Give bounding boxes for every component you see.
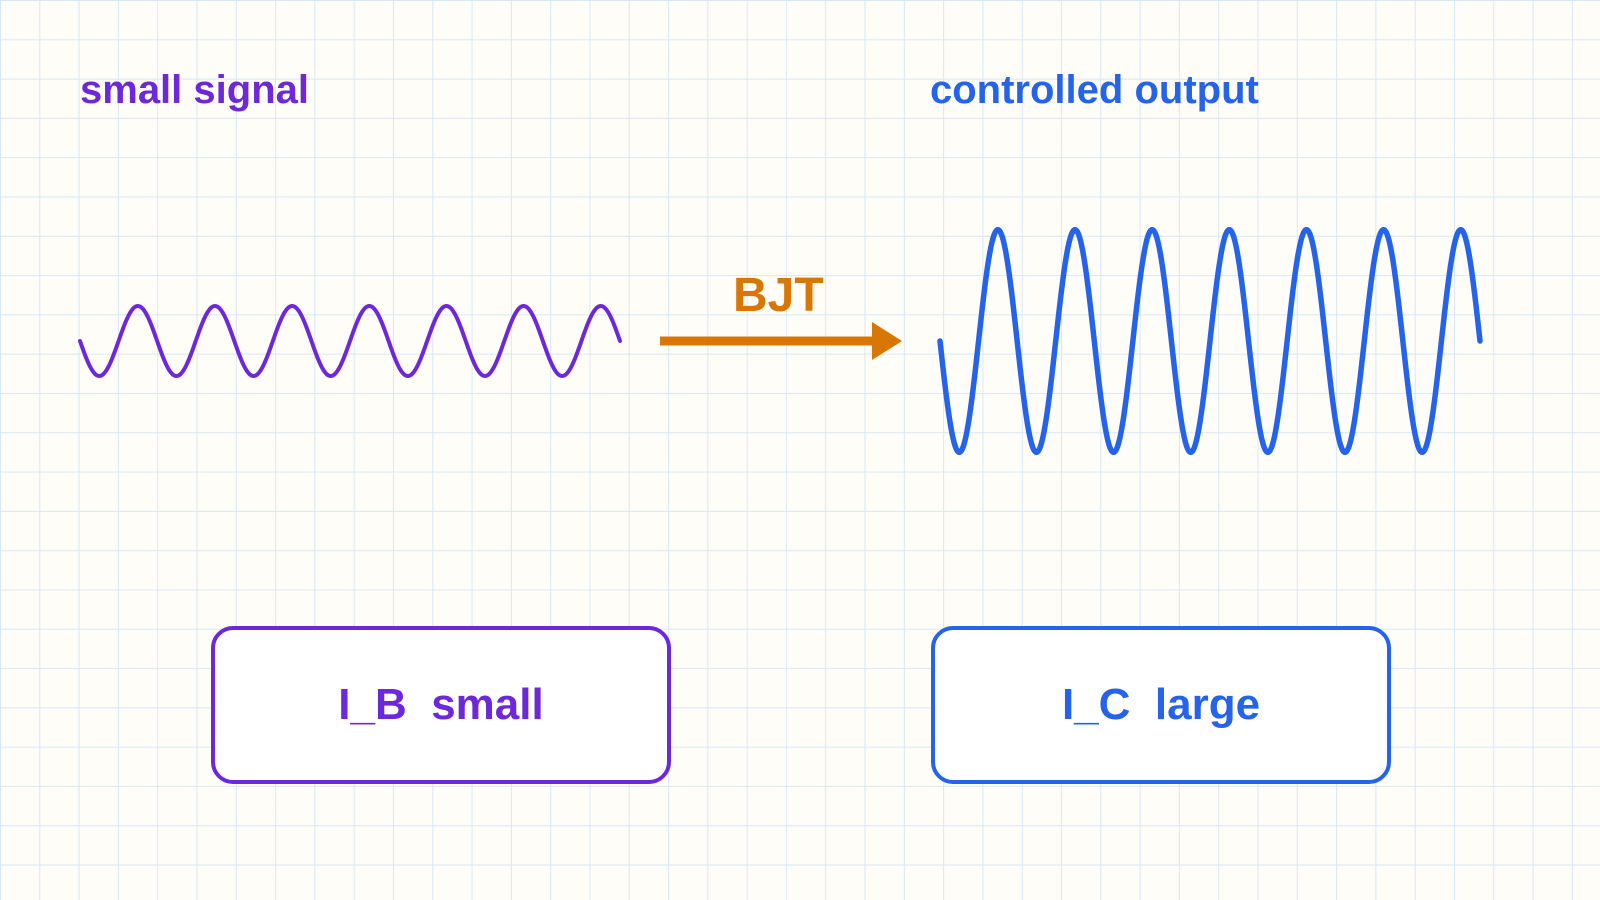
- input-waveform: [78, 304, 622, 378]
- right-arrow-icon: [660, 322, 902, 360]
- input-heading: small signal: [80, 68, 309, 112]
- base-current-box: I_B small: [211, 626, 671, 784]
- arrow-head: [872, 322, 902, 360]
- collector-current-box: I_C large: [931, 626, 1391, 784]
- output-waveform: [937, 226, 1483, 456]
- bjt-label: BJT: [733, 269, 824, 322]
- output-heading: controlled output: [930, 68, 1259, 112]
